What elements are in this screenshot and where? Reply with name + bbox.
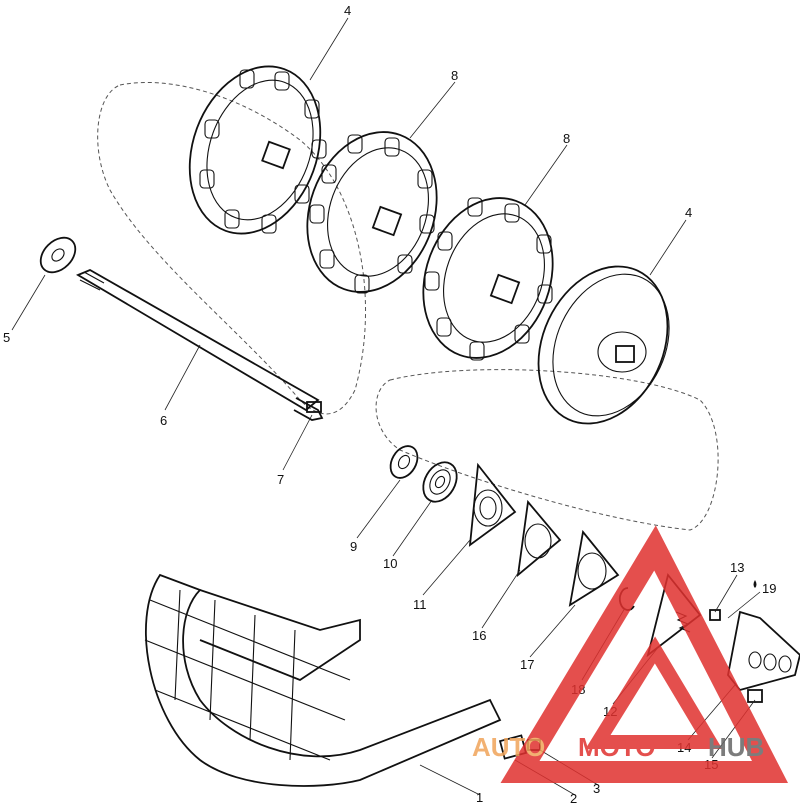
watermark-text-moto: MOTO <box>578 732 656 762</box>
callout-5: 5 <box>3 330 10 345</box>
watermark-triangle-outer <box>500 525 789 783</box>
callout-11: 11 <box>413 597 427 612</box>
watermark-text-hub: HUB <box>708 732 764 762</box>
clip-7 <box>306 401 322 413</box>
callout-4b: 4 <box>685 205 692 220</box>
flange-plate-16 <box>516 499 562 578</box>
drive-shaft-6 <box>75 268 324 421</box>
callout-8b: 8 <box>563 131 570 146</box>
sprocket-wheel-8-second <box>422 197 554 361</box>
callout-labels: 4 8 8 4 5 6 7 9 10 11 16 17 18 12 13 19 … <box>3 3 776 806</box>
sprocket-wheel-8-first <box>306 131 438 294</box>
washer-5 <box>39 236 77 274</box>
callout-17: 17 <box>520 657 534 672</box>
callout-4a: 4 <box>344 3 351 18</box>
track-belt-1 <box>144 573 502 787</box>
flange-plate-11 <box>468 462 517 547</box>
bracket-14 <box>727 610 800 692</box>
callout-3: 3 <box>593 781 600 796</box>
callout-16: 16 <box>472 628 486 643</box>
bearing-group-outline <box>375 369 719 531</box>
idler-wheel-4-right <box>537 265 670 425</box>
nut-15 <box>747 689 763 703</box>
callout-19: 19 <box>762 581 776 596</box>
watermark-logo: AUTO MOTO HUB <box>472 525 789 783</box>
callout-6: 6 <box>160 413 167 428</box>
callout-8a: 8 <box>451 68 458 83</box>
callout-1: 1 <box>476 790 483 805</box>
callout-2: 2 <box>570 791 577 806</box>
clip-2 <box>498 734 528 760</box>
callout-13: 13 <box>730 560 744 575</box>
flange-plate-17 <box>568 529 620 607</box>
sprocket-wheel-4-top <box>188 65 327 235</box>
leader-lines <box>11 17 761 796</box>
callout-7: 7 <box>277 472 284 487</box>
drop-icon <box>753 580 757 588</box>
callout-9: 9 <box>350 539 357 554</box>
nut-13 <box>709 609 721 621</box>
bearing-10 <box>422 461 458 503</box>
seal-9 <box>389 445 419 479</box>
sprocket-group-outline <box>97 82 367 415</box>
watermark-triangle-inner <box>585 636 723 749</box>
watermark-text-auto: AUTO <box>472 732 545 762</box>
callout-10: 10 <box>383 556 397 571</box>
